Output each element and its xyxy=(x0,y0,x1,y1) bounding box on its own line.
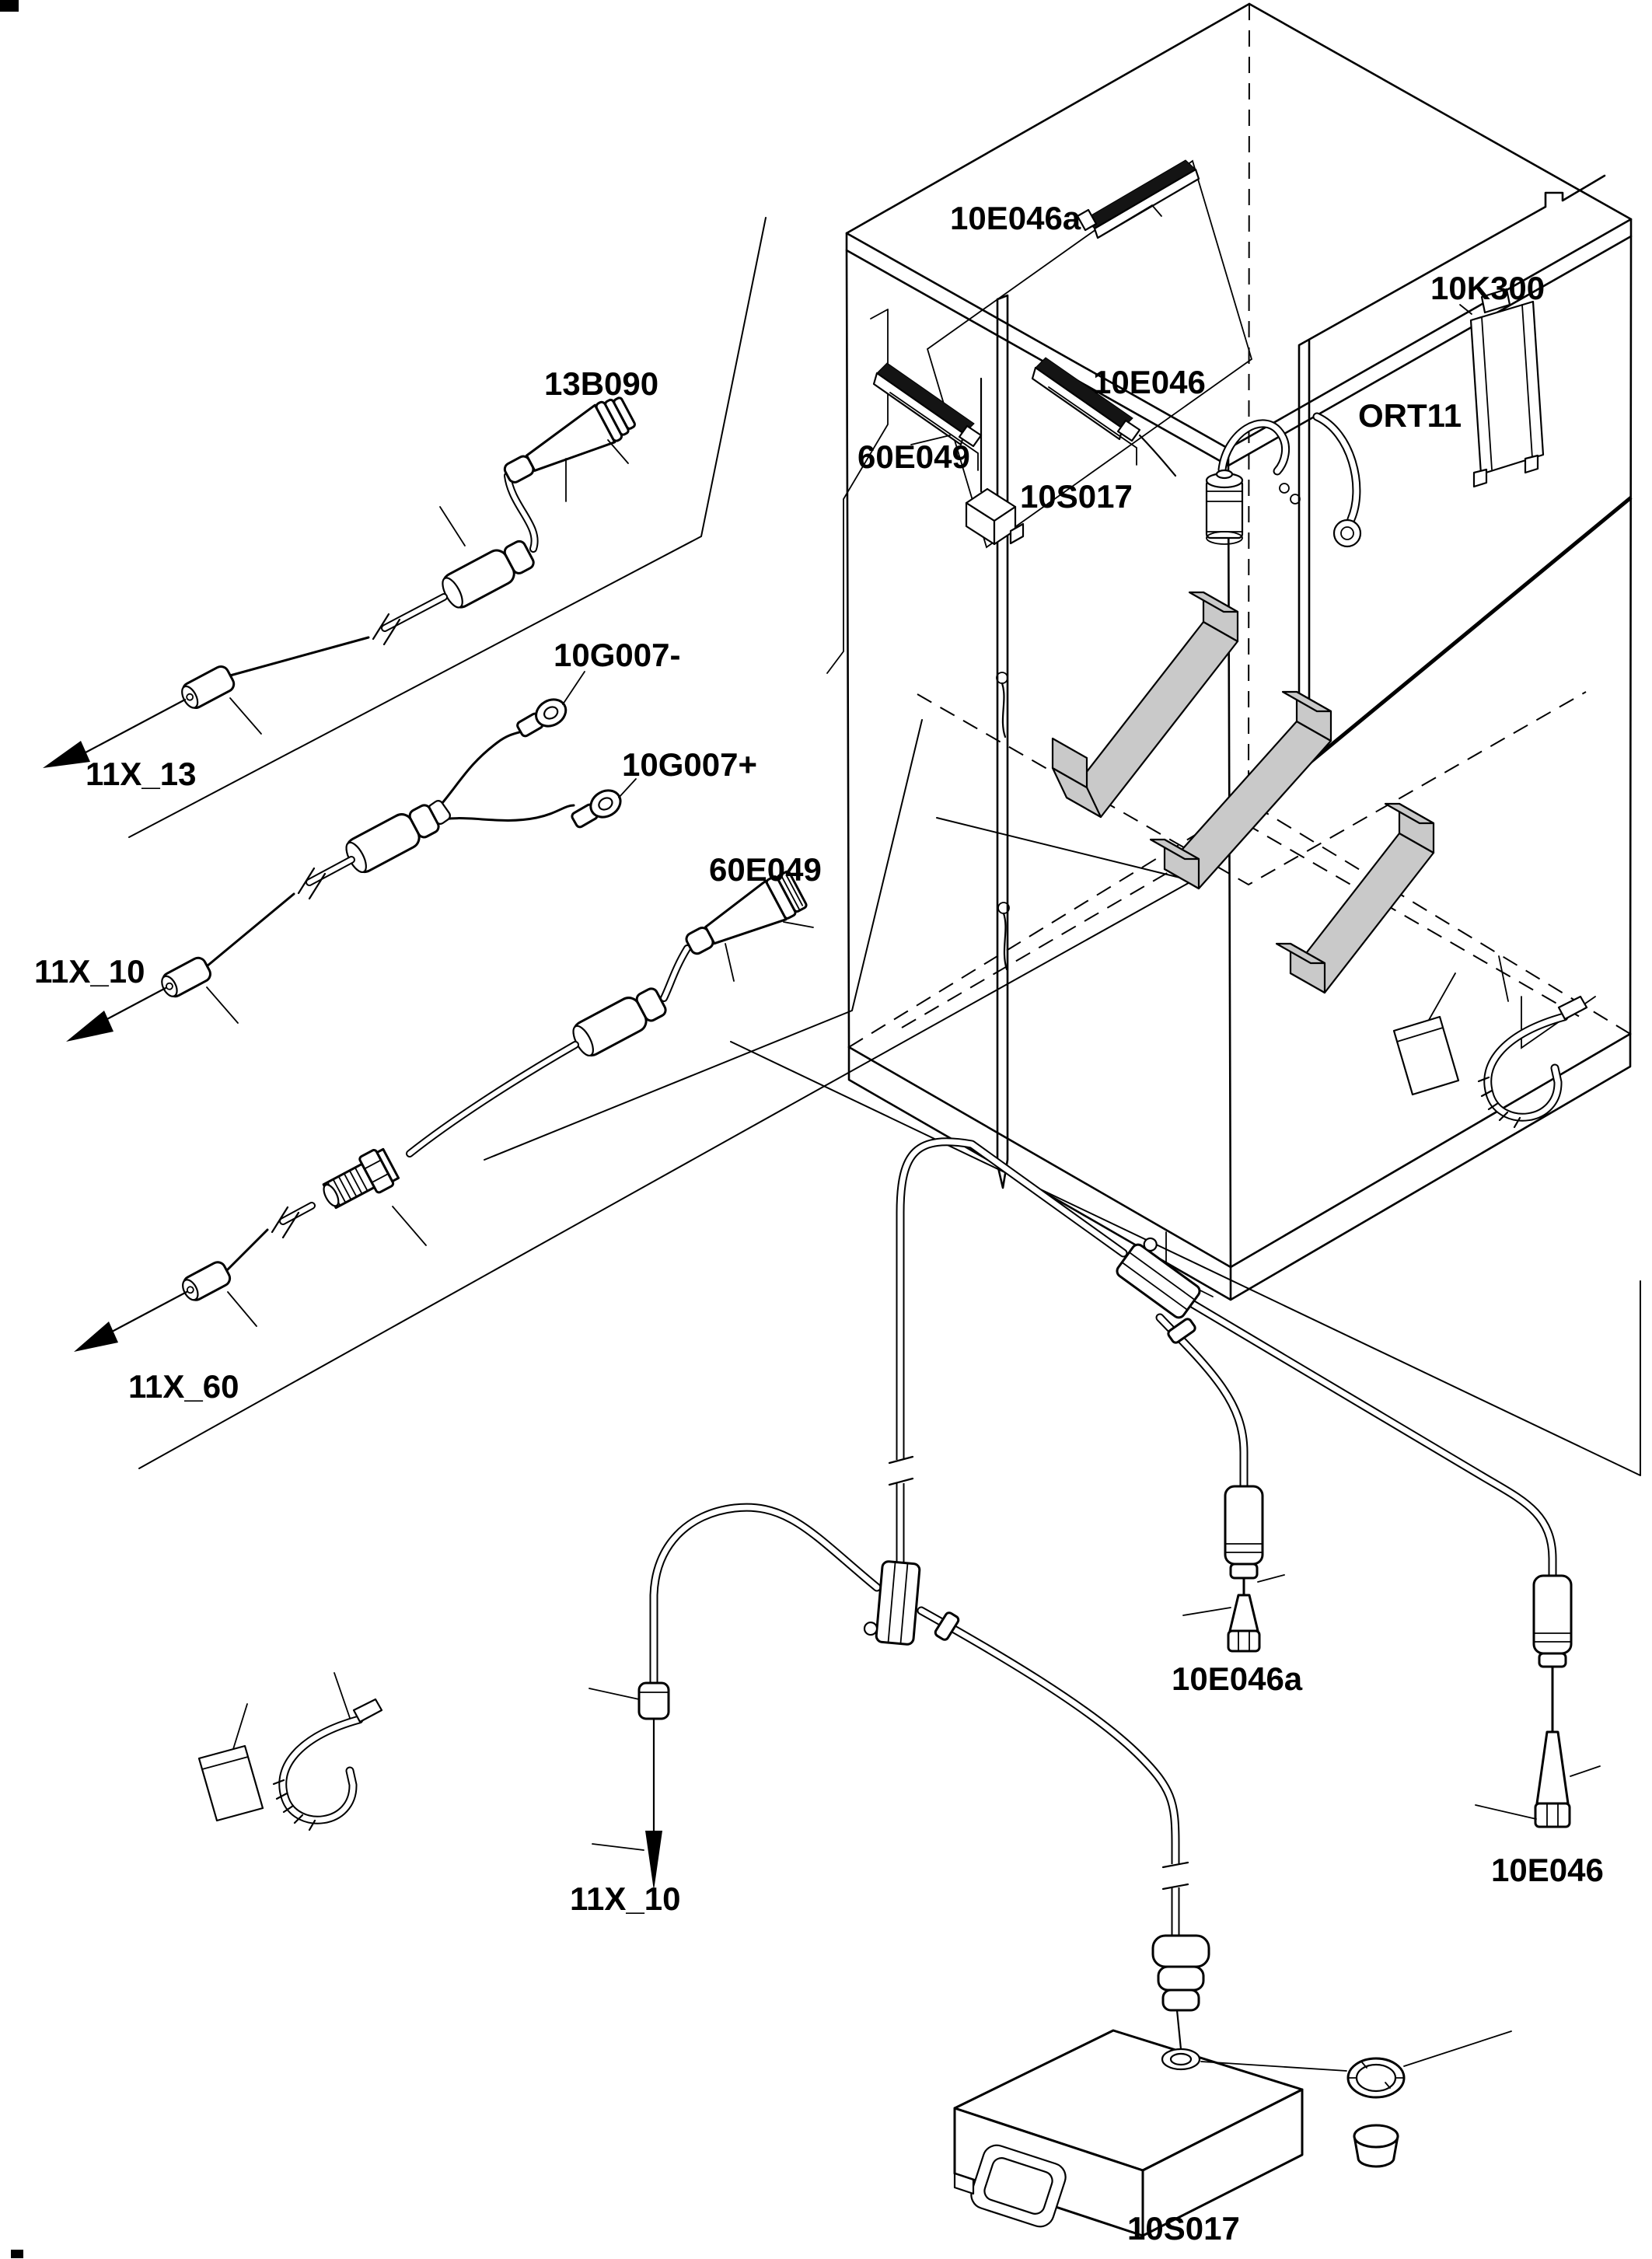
strip-10e046 xyxy=(1031,357,1177,477)
label-10g007-plus: 10G007+ xyxy=(622,746,757,783)
label-ort11: ORT11 xyxy=(1358,397,1462,434)
arrow-11x13 xyxy=(43,698,187,768)
u-bracket-middle xyxy=(1149,690,1332,890)
tee-junction-lower xyxy=(863,1560,921,1646)
label-10e046-cabinet: 10E046 xyxy=(1093,364,1206,400)
label-10s017-cabinet: 10S017 xyxy=(1020,478,1133,515)
u-bracket-right xyxy=(1275,802,1435,994)
print-mark-top-left xyxy=(0,0,19,12)
adhesive-tape xyxy=(197,1744,264,1822)
label-10e046a-cabinet: 10E046a xyxy=(950,200,1081,236)
label-11x13: 11X_13 xyxy=(86,756,197,792)
strip-60e049-cabinet xyxy=(872,362,983,471)
door-handle xyxy=(1312,412,1362,548)
connector-10e046 xyxy=(1475,1574,1601,1828)
grommet-stack xyxy=(1151,1934,1210,2051)
plug-60e049 xyxy=(685,870,808,955)
label-10s017-bottom: 10S017 xyxy=(1127,2210,1240,2247)
pump-assembly xyxy=(1205,419,1301,545)
cotter-pin-upper xyxy=(996,672,1008,738)
ring-terminal-minus xyxy=(516,698,568,738)
cable-assembly-60e049 xyxy=(74,870,814,1352)
blanking-cap xyxy=(1353,2124,1399,2168)
mounting-brackets xyxy=(1051,591,1435,994)
label-60e049-cable: 60E049 xyxy=(709,851,822,888)
arrow-11x10-left xyxy=(66,986,167,1042)
label-11x10-bottom: 11X_10 xyxy=(570,1880,681,1917)
u-bracket-left xyxy=(1051,591,1239,819)
harness-trunk xyxy=(649,1137,1557,1940)
adhesive-tape xyxy=(1392,1015,1460,1096)
cabinet-right-panel xyxy=(1298,174,1633,767)
part-labels: 13B090 11X_13 10G007- 10G007+ 11X_10 60E… xyxy=(34,200,1604,2247)
label-11x60: 11X_60 xyxy=(128,1368,239,1405)
label-10g007-minus: 10G007- xyxy=(554,637,680,673)
box-10s017-cabinet xyxy=(965,377,1025,546)
cable-assembly-13b090 xyxy=(43,396,636,768)
label-10e046-harness: 10E046 xyxy=(1491,1852,1604,1888)
cabinet xyxy=(826,2,1633,1301)
cable-assembly-10g007 xyxy=(66,671,637,1042)
plug-13b090 xyxy=(503,396,636,484)
arrow-11x10-bottom xyxy=(645,1718,662,1891)
module-10k300 xyxy=(1459,288,1545,488)
label-10k300: 10K300 xyxy=(1430,270,1545,306)
tee-clamp-lower xyxy=(934,1611,960,1641)
tee-junction-upper xyxy=(1116,1237,1201,1319)
leader-13b090 xyxy=(565,439,629,502)
wire-end-10g007 xyxy=(161,956,211,998)
connector-10e046a xyxy=(1182,1485,1285,1653)
strip-10e046a xyxy=(1076,159,1200,239)
print-mark-bottom-left xyxy=(11,2250,23,2258)
lock-nut xyxy=(1346,2057,1406,2099)
cotter-pin-lower xyxy=(997,902,1010,971)
cable-tie xyxy=(1477,995,1588,1129)
wiring-harness xyxy=(589,1137,1601,2237)
label-13b090: 13B090 xyxy=(544,365,658,402)
label-11x10-left: 11X_10 xyxy=(34,953,145,990)
tape-and-tie-right xyxy=(1392,955,1588,1129)
cable-tie xyxy=(272,1698,383,1831)
tee-clamp-upper xyxy=(1167,1318,1196,1344)
label-60e049-cabinet: 60E049 xyxy=(857,438,970,475)
foot-switch-10s017 xyxy=(953,2029,1512,2237)
ring-terminal-plus xyxy=(571,789,622,829)
bulkhead-fitting xyxy=(322,1147,400,1210)
label-10e046a-harness: 10E046a xyxy=(1172,1660,1303,1697)
arrow-11x60 xyxy=(74,1290,188,1352)
tape-and-tie-left xyxy=(197,1672,383,1831)
cabinet-left-rail xyxy=(996,294,1009,1189)
